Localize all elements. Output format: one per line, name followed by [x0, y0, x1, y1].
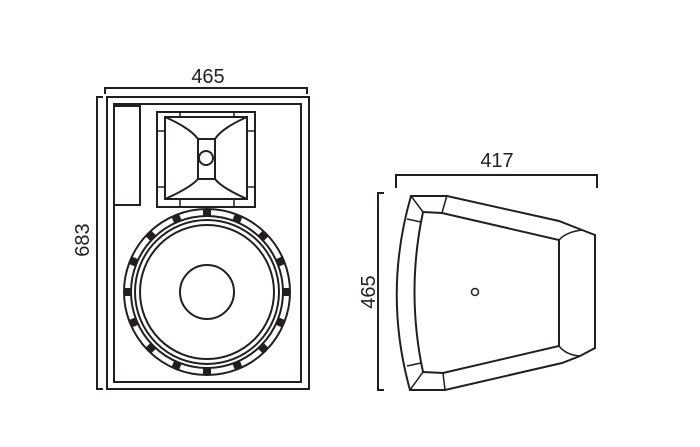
woofer-clamp [145, 230, 157, 242]
front-width-dimension-line [104, 87, 308, 94]
woofer-clamp [145, 342, 157, 354]
woofer-clamp [275, 317, 286, 328]
side-height-dimension-line [377, 192, 384, 391]
grille-frame [113, 103, 302, 383]
woofer-clamp [275, 256, 286, 267]
front-height-label: 683 [72, 223, 94, 256]
woofer-clamp [257, 342, 269, 354]
side-cabinet-inner [413, 210, 560, 375]
woofer-clamp [257, 230, 269, 242]
front-view: 465 683 [72, 66, 310, 390]
cabinet-outer [106, 96, 310, 390]
woofer-clamp [171, 360, 182, 371]
side-height-label: 465 [358, 275, 380, 308]
woofer-clamp [232, 213, 243, 224]
woofer-clamp [128, 256, 139, 267]
front-height-dimension-line [96, 96, 103, 390]
bass-port [113, 105, 141, 206]
mount-hole-icon [470, 287, 480, 297]
woofer-clamp [171, 213, 182, 224]
woofer-clamp [283, 288, 290, 296]
front-width-label: 465 [191, 66, 224, 88]
woofer-clamp [124, 288, 131, 296]
side-depth-dimension-line [395, 174, 598, 188]
woofer-clamp [203, 368, 211, 375]
side-depth-label: 417 [480, 150, 513, 172]
woofer [123, 208, 291, 376]
horn-throat-icon [198, 150, 214, 166]
woofer-clamp [128, 317, 139, 328]
woofer-clamp [232, 360, 243, 371]
side-view: 417 465 [358, 150, 598, 391]
woofer-clamp [203, 209, 211, 216]
dust-cap [179, 264, 235, 320]
side-cabinet-outer [395, 195, 596, 391]
horn-tweeter [156, 111, 256, 208]
